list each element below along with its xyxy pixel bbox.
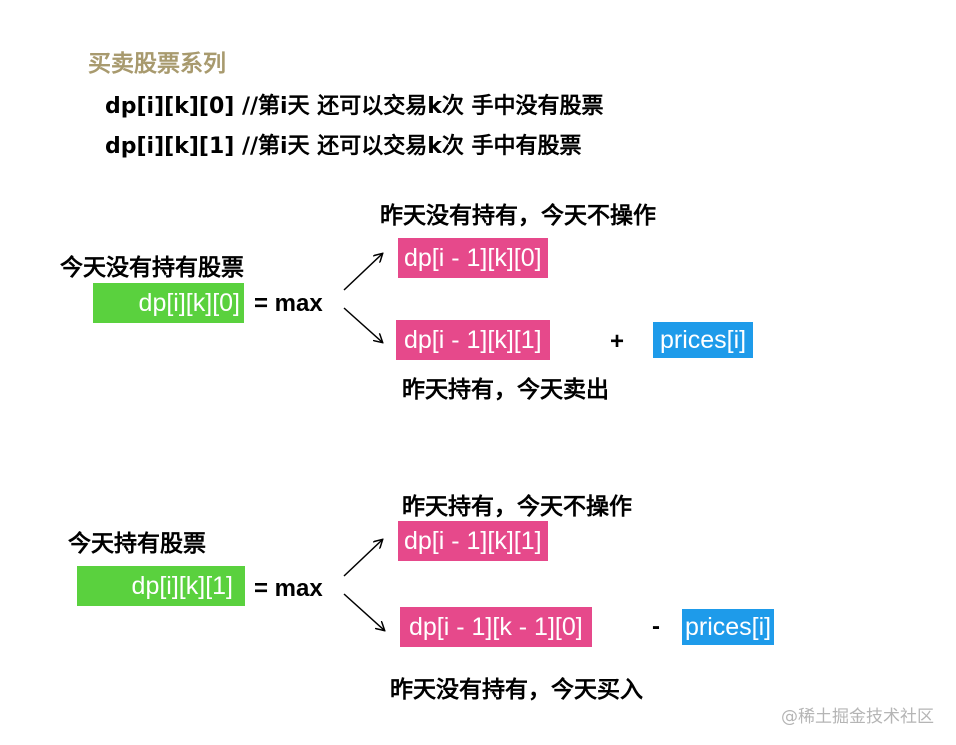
section2-top-box: dp[i - 1][k][1]	[398, 521, 548, 561]
section1-eq-max: = max	[254, 290, 323, 317]
section1-prices-box: prices[i]	[653, 322, 754, 358]
diagram-title: 买卖股票系列	[88, 51, 226, 77]
definition-dp-has-stock: dp[i][k][1] //第i天 还可以交易k次 手中有股票	[105, 134, 582, 159]
section1-state-label: 今天没有持有股票	[60, 255, 244, 281]
watermark: @稀土掘金技术社区	[781, 707, 934, 727]
section2-state-box: dp[i][k][1]	[77, 566, 245, 606]
section1-state-box-text: dp[i][k][0]	[138, 289, 240, 317]
section2-top-caption: 昨天持有，今天不操作	[402, 494, 632, 520]
section2-state-label: 今天持有股票	[68, 531, 206, 557]
section1-bottom-box: dp[i - 1][k][1]	[396, 320, 550, 360]
section1-operator: +	[610, 328, 625, 355]
section1-top-box: dp[i - 1][k][0]	[398, 238, 548, 278]
section2-state-box-text: dp[i][k][1]	[131, 572, 233, 600]
definition-dp-no-stock: dp[i][k][0] //第i天 还可以交易k次 手中没有股票	[105, 94, 604, 119]
section2-bottom-caption: 昨天没有持有，今天买入	[390, 677, 643, 703]
section2-prices-box: prices[i]	[682, 609, 775, 645]
section1-bottom-caption: 昨天持有，今天卖出	[402, 377, 609, 403]
section1-state-box: dp[i][k][0]	[93, 283, 244, 323]
section1-top-caption: 昨天没有持有，今天不操作	[380, 203, 656, 229]
section1-arrow-up	[343, 254, 382, 291]
section2-operator: -	[652, 613, 660, 640]
section1-arrow-down	[343, 307, 382, 342]
section2-arrow-down	[343, 593, 384, 630]
section2-arrow-up	[343, 540, 382, 577]
section2-bottom-box: dp[i - 1][k - 1][0]	[400, 607, 592, 647]
section2-eq-max: = max	[254, 575, 323, 602]
